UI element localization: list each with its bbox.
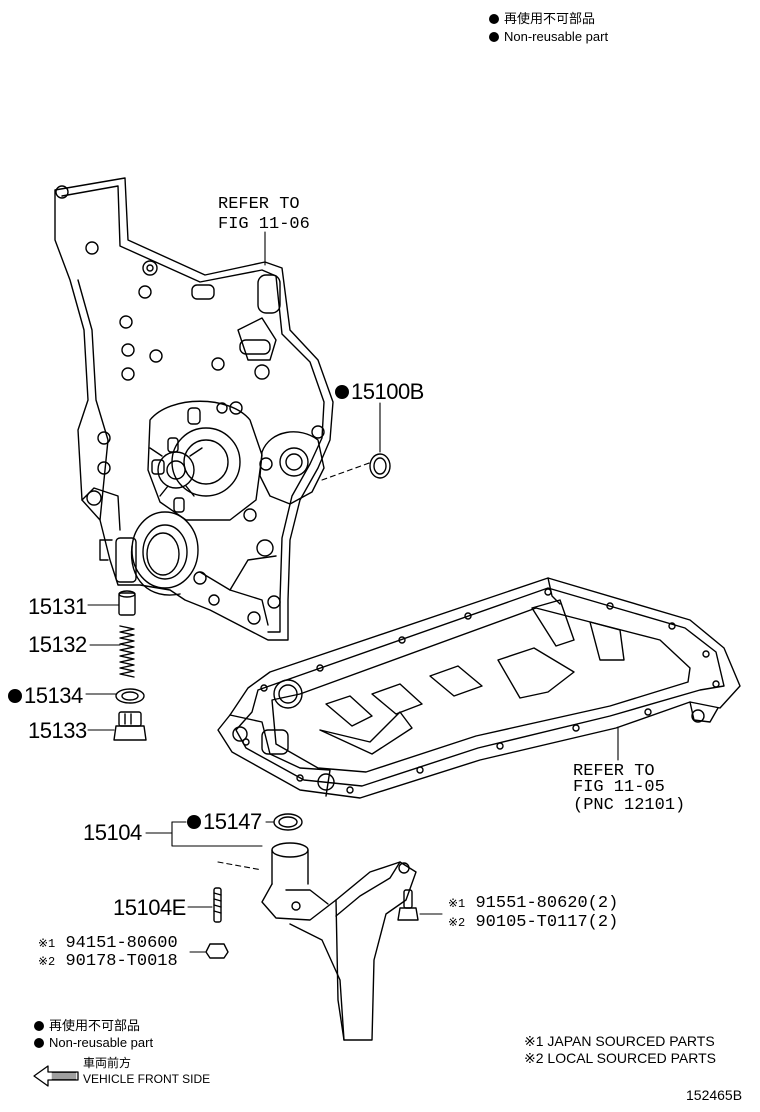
note-local-sourced: ※2 LOCAL SOURCED PARTS <box>524 1050 716 1066</box>
ref-timing-cover[interactable]: REFER TO FIG 11-06 <box>218 195 310 234</box>
relief-valve-drawing <box>85 590 147 741</box>
callout-15104E[interactable]: 15104E <box>113 895 186 920</box>
legend-bottom-jp: 再使用不可部品 <box>34 1019 140 1032</box>
legend-top-jp: 再使用不可部品 <box>489 12 595 25</box>
callout-nut-1[interactable]: ※1 94151-80600 <box>38 934 178 953</box>
callout-15104[interactable]: 15104 <box>83 820 142 845</box>
front-label-en: VEHICLE FRONT SIDE <box>83 1072 211 1086</box>
non-reusable-dot-icon <box>489 32 499 42</box>
legend-top-en: Non-reusable part <box>489 30 608 43</box>
callout-15134[interactable]: 15134 <box>8 685 83 707</box>
front-label-jp: 車両前方 <box>83 1056 132 1070</box>
non-reusable-dot-icon <box>187 815 201 829</box>
callout-15147[interactable]: 15147 <box>187 811 262 833</box>
non-reusable-dot-icon <box>489 14 499 24</box>
callout-15132[interactable]: 15132 <box>28 632 87 657</box>
diagram-id: 152465B <box>686 1087 743 1103</box>
non-reusable-dot-icon <box>34 1021 44 1031</box>
callout-15133[interactable]: 15133 <box>28 718 87 743</box>
callout-15100B[interactable]: 15100B <box>335 381 424 403</box>
timing-cover-drawing <box>54 177 334 641</box>
callout-bolt-1[interactable]: ※1 91551-80620(2) <box>448 894 619 913</box>
ref-oil-pan[interactable]: REFER TO FIG 11-05 (PNC 12101) <box>573 762 686 815</box>
callout-15131[interactable]: 15131 <box>28 594 87 619</box>
front-arrow-icon <box>33 1065 79 1087</box>
callout-bolt-2[interactable]: ※2 90105-T0117(2) <box>448 913 619 932</box>
oil-strainer-drawing <box>145 813 443 1041</box>
oring-15100B <box>369 453 391 479</box>
non-reusable-dot-icon <box>335 385 349 399</box>
non-reusable-dot-icon <box>8 689 22 703</box>
non-reusable-dot-icon <box>34 1038 44 1048</box>
callout-nut-2[interactable]: ※2 90178-T0018 <box>38 952 178 971</box>
legend-bottom-en: Non-reusable part <box>34 1036 153 1049</box>
note-japan-sourced: ※1 JAPAN SOURCED PARTS <box>524 1033 715 1049</box>
oil-pan-drawing <box>217 577 741 799</box>
